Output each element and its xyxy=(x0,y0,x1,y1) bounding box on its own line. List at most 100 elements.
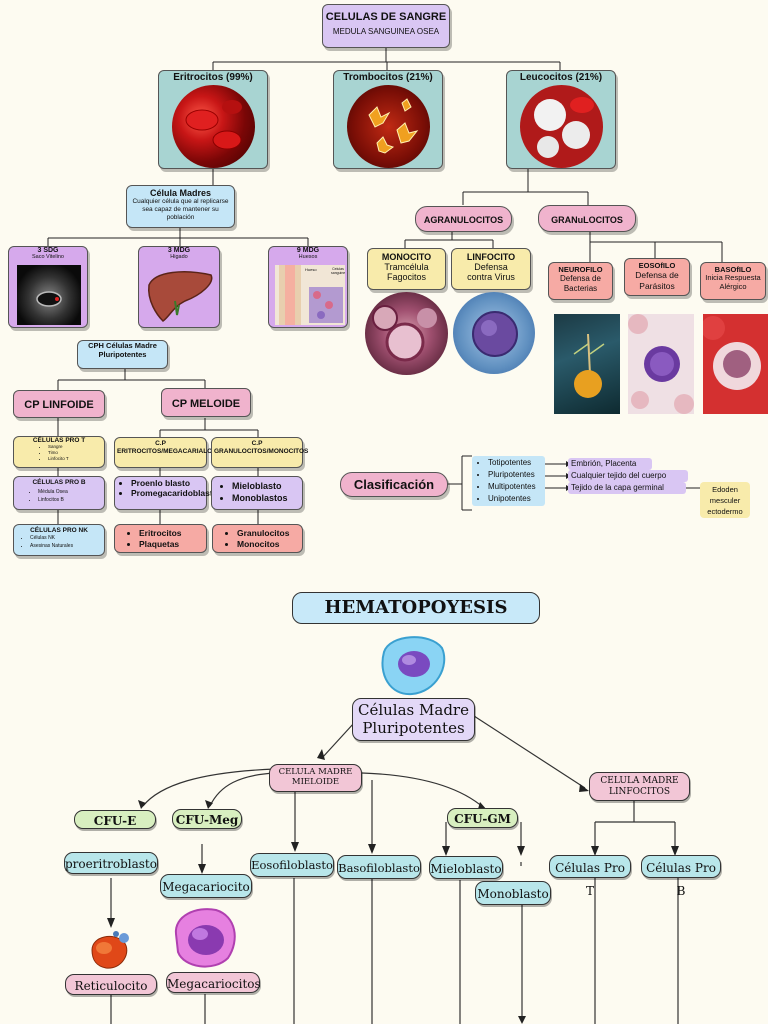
gran-list-item: Granulocitos xyxy=(237,528,302,539)
linfocito-title: LINFOCITO xyxy=(466,252,516,262)
eritro-list-item: Eritrocitos xyxy=(139,528,206,539)
pro-b-title: CÉLULAS PRO B xyxy=(32,479,86,486)
clas-desc-2: Cualquier tejido del cuerpo xyxy=(568,470,688,482)
pro-b-item: Linfocitos B xyxy=(38,496,104,504)
proenlo-item: Promegacaridoblasto xyxy=(131,488,218,499)
basofilo-title: BASOfILO xyxy=(714,265,752,274)
eritrocitos-label: Eritrocitos (99%) xyxy=(173,72,253,83)
granulocitos-label: GRANuLOCITOS xyxy=(551,215,623,225)
cp-eritrocitos-label: C.P ERITROCITOS/MEGACARIALOS xyxy=(117,440,217,455)
cph-label: CPH Células Madre Pluripotentes xyxy=(88,341,157,359)
monoblasto-label: Monoblasto xyxy=(477,887,549,901)
cp-eritrocitos-node: C.P ERITROCITOS/MEGACARIALOS xyxy=(114,437,217,468)
reticulocito-node: Reticulocito xyxy=(65,974,157,995)
cfu-e-label: CFU-E xyxy=(93,814,137,828)
eosinophil-image xyxy=(628,314,694,414)
neurofilo-title: NEUROFILO xyxy=(558,265,603,274)
clas-list: Totipotentes Pluripotentes Multipotentes… xyxy=(472,456,545,506)
monocyte-image xyxy=(365,292,448,375)
cfu-meg-label: CFU-Meg xyxy=(175,813,239,827)
pro-t-bottom-label: Células Pro T xyxy=(555,861,625,898)
clas-item: Totipotentes xyxy=(488,457,545,469)
cp-granulocitos-label: C.P GRANULOCITOS/MONOCITOS xyxy=(214,440,309,455)
cp-granulocitos-node: C.P GRANULOCITOS/MONOCITOS xyxy=(211,437,309,468)
eosofilo-title: EOSOfILO xyxy=(638,261,676,270)
celulas-madre-label: Células Madre Pluripotentes xyxy=(358,701,469,737)
bone-label: Hueso xyxy=(305,267,317,272)
mdg9-sub: Huesos xyxy=(298,254,318,260)
neurofilo-node: NEUROFILO Defensa de Bacterias xyxy=(548,262,613,300)
ultrasound-image xyxy=(17,265,81,325)
basofiloblasto-label: Basofiloblasto xyxy=(338,861,420,875)
sdg3-card: 3 SDG Saco Vitelino xyxy=(8,246,88,328)
megakaryocyte-image xyxy=(170,904,240,972)
capas-germinales: Edoden mesculer ectodermo xyxy=(700,482,750,518)
linfocitos-label: CELULA MADRE LINFOCITOS xyxy=(600,776,679,797)
megacariocito-node: Megacariocito xyxy=(160,874,252,898)
mdg3-sub: Higado xyxy=(170,254,188,260)
blood-cells-label: Celulas sanguineas xyxy=(331,267,345,275)
clasificacion-label: Clasificación xyxy=(353,477,435,492)
linfocito-desc: Defensa contra Virus xyxy=(467,262,515,282)
proenlo-node: Proenlo blasto Promegacaridoblasto xyxy=(114,476,218,510)
root-subtitle: MEDULA SANGUINEA OSEA xyxy=(332,27,440,36)
megacariocito-label: Megacariocito xyxy=(162,880,250,894)
eritro-list-item: Plaquetas xyxy=(139,539,206,550)
root-node: CELULAS DE SANGRE MEDULA SANGUINEA OSEA xyxy=(322,4,450,48)
red-cells-image xyxy=(172,85,255,168)
mielo-item: Mieloblasto xyxy=(232,480,302,492)
pro-b-bottom-node: Células Pro B xyxy=(641,855,721,898)
root-title: CELULAS DE SANGRE xyxy=(325,11,447,23)
trombocitos-card: Trombocitos (21%) xyxy=(333,70,443,169)
leucocitos-card: Leucocitos (21%) xyxy=(506,70,616,169)
cfu-gm-node: CFU-GM xyxy=(447,808,518,828)
mdg3-card: 3 MDG Higado xyxy=(138,246,220,328)
reticulocyte-image xyxy=(86,928,132,972)
neutrophil-image xyxy=(554,314,620,414)
gran-list-node: Granulocitos Monocitos xyxy=(212,524,303,553)
cph-node: CPH Células Madre Pluripotentes xyxy=(77,340,168,369)
proeritroblasto-label: proeritroblasto xyxy=(65,857,157,871)
megacariocitos-label: Megacariocitos xyxy=(167,977,261,991)
platelets-image xyxy=(347,85,430,168)
mieloblasto-label: Mieloblasto xyxy=(430,862,502,876)
eosofiloblasto-node: Eosofiloblasto xyxy=(250,853,334,877)
monocito-title: MONOCITO xyxy=(381,252,432,262)
cfu-gm-label: CFU-GM xyxy=(454,812,511,826)
monoblasto-node: Monoblasto xyxy=(475,881,551,905)
pro-b-item: Médula Osea xyxy=(38,488,104,496)
clas-desc-3: Tejido de la capa germinal xyxy=(568,482,686,494)
agranulocitos-label: AGRANULOCITOS xyxy=(423,215,504,225)
clas-item: Pluripotentes xyxy=(488,469,545,481)
cp-linfoide-label: CP LINFOIDE xyxy=(24,399,94,411)
celula-madres-desc: Cualquier célula que al replicarse sea c… xyxy=(132,198,229,221)
pro-nk-item: Células NK xyxy=(30,534,104,542)
celula-madres-node: Célula Madres Cualquier célula que al re… xyxy=(126,185,235,228)
eosofilo-desc: Defensa de Parásitos xyxy=(635,270,679,291)
trombocitos-label: Trombocitos (21%) xyxy=(343,72,433,83)
mielo-node: Mieloblasto Monoblastos xyxy=(211,476,303,510)
liver-icon xyxy=(148,271,213,322)
eosofiloblasto-label: Eosofiloblasto xyxy=(251,858,333,872)
mieloide-label: CELULA MADRE MIELOIDE xyxy=(278,767,353,787)
reticulocito-label: Reticulocito xyxy=(74,979,148,993)
cp-meloide-label: CP MELOIDE xyxy=(171,398,241,410)
cfu-e-node: CFU-E xyxy=(74,810,156,829)
pro-t-title: CÉLULAS PRO T xyxy=(32,437,86,444)
neurofilo-desc: Defensa de Bacterias xyxy=(560,274,601,293)
leucocitos-label: Leucocitos (21%) xyxy=(519,72,603,83)
cp-linfoide-node: CP LINFOIDE xyxy=(13,390,105,418)
proenlo-item: Proenlo blasto xyxy=(131,478,206,489)
basofilo-node: BASOfILO Inicia Respuesta Alérgico xyxy=(700,262,766,300)
granulocitos-node: GRANuLOCITOS xyxy=(538,205,636,232)
basofiloblasto-node: Basofiloblasto xyxy=(337,855,421,879)
mielo-item: Monoblastos xyxy=(232,492,302,504)
pro-nk-item: Asesinas Naturales xyxy=(30,542,104,550)
mdg3-title: 3 MDG xyxy=(167,247,191,254)
hematopoyesis-title-box: HEMATOPOYESIS xyxy=(292,592,540,624)
clas-item: Unipotentes xyxy=(488,493,545,505)
clas-desc-1: Embrión, Placenta xyxy=(568,458,652,470)
proeritroblasto-node: proeritroblasto xyxy=(64,852,158,874)
monocito-desc: Tramcélula Fagocitos xyxy=(384,262,429,282)
pro-t-item: Sangre xyxy=(48,444,104,450)
